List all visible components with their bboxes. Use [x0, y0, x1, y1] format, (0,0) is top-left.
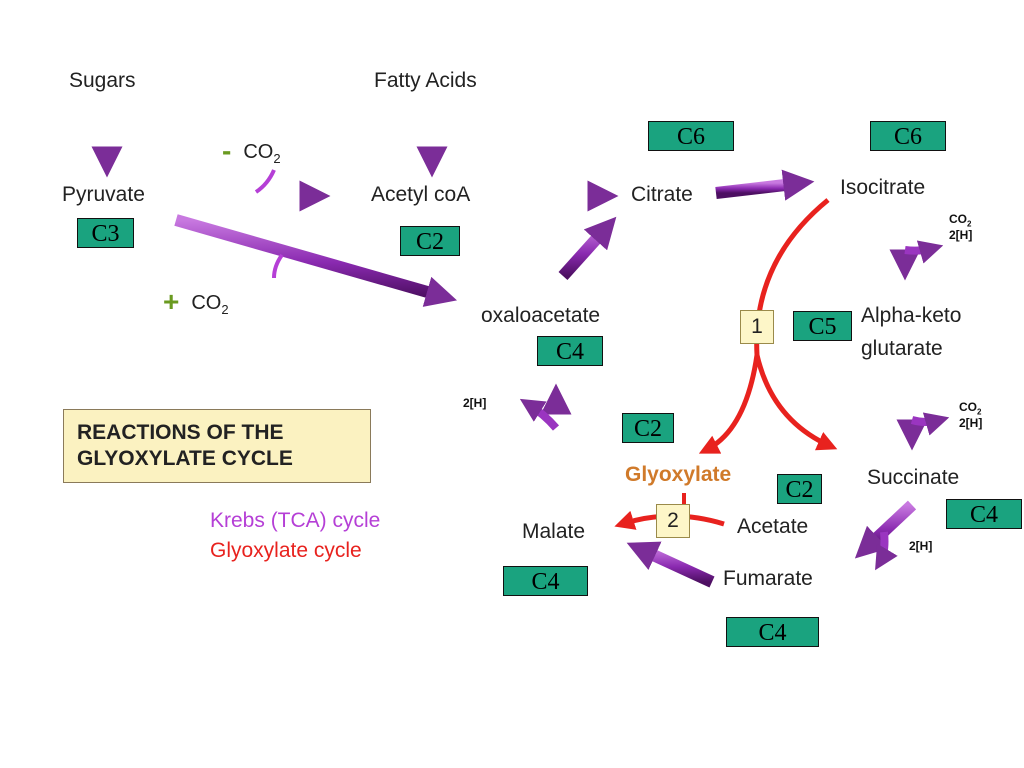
carbon-box-isocitrate: C6 — [870, 121, 946, 151]
label-sugars: Sugars — [69, 69, 136, 92]
carbon-box-oxaloacetate: C4 — [537, 336, 603, 366]
co2-branch-isocitrate — [904, 240, 944, 264]
label-isocitrate: Isocitrate — [840, 176, 926, 199]
carbon-box-alpha-keto: C5 — [793, 311, 852, 341]
legend-glyoxylate: Glyoxylate cycle — [210, 539, 362, 562]
arrow-citrate-isocitrate — [715, 169, 815, 201]
co2-branch-alphaketo — [910, 412, 950, 436]
label-oxaloacetate: oxaloacetate — [481, 304, 601, 327]
arrow-fumarate-malate — [626, 541, 715, 588]
co2-subscript: 2 — [977, 407, 982, 417]
co2-fixation-label: + CO2 — [163, 286, 229, 317]
co2-release-branch — [254, 169, 276, 194]
co2-fixation-branch — [272, 253, 284, 279]
carbon-box-fumarate: C4 — [726, 617, 819, 647]
title-line-2: GLYOXYLATE CYCLE — [77, 447, 293, 470]
co2-text: CO — [243, 141, 274, 163]
label-fumarate: Fumarate — [723, 567, 813, 590]
carbon-box-succinate: C4 — [946, 499, 1022, 529]
minus-sign: - — [222, 135, 232, 166]
red-arrow-isocitrate-glyoxylate — [698, 198, 830, 454]
arrow-succinate-fumarate — [854, 500, 917, 559]
h2-text: 2[H] — [959, 415, 983, 430]
co2-subscript: 2 — [967, 219, 972, 229]
co2-text: CO — [959, 400, 977, 414]
carbon-box-citrate: C6 — [648, 121, 734, 151]
label-alpha-keto: Alpha-keto — [861, 304, 962, 327]
co2-text: CO — [191, 292, 222, 314]
label-succinate: Succinate — [867, 466, 960, 489]
h2-branch-succinate — [875, 531, 898, 571]
red-arrow-isocitrate-succinate — [754, 354, 838, 451]
side-products-isocitrate: CO2 2[H] — [949, 213, 972, 241]
carbon-box-malate: C4 — [503, 566, 588, 596]
co2-text: CO — [949, 212, 967, 226]
side-product-succinate: 2[H] — [909, 539, 933, 553]
h2-text: 2[H] — [949, 227, 973, 242]
co2-subscript: 2 — [221, 302, 229, 317]
carbon-box-glyoxylate: C2 — [622, 413, 674, 443]
carbon-box-acetate: C2 — [777, 474, 822, 504]
title-box: REACTIONS OF THE GLYOXYLATE CYCLE — [63, 409, 371, 483]
co2-subscript: 2 — [273, 151, 281, 166]
side-product-malate: 2[H] — [463, 396, 487, 410]
legend-krebs: Krebs (TCA) cycle — [210, 509, 381, 532]
plus-sign: + — [163, 286, 180, 317]
co2-release-label: -CO2 — [222, 135, 281, 166]
step-box-1: 1 — [740, 310, 774, 344]
h2-branch-malate — [519, 398, 560, 431]
label-glyoxylate: Glyoxylate — [625, 463, 732, 486]
label-malate: Malate — [522, 520, 586, 543]
carbon-box-pyruvate: C3 — [77, 218, 134, 248]
label-fatty-acids: Fatty Acids — [374, 69, 477, 92]
label-glutarate: glutarate — [861, 337, 943, 360]
label-acetate: Acetate — [737, 515, 809, 538]
title-line-1: REACTIONS OF THE — [77, 421, 284, 444]
step-box-2: 2 — [656, 504, 690, 538]
carbon-box-acetyl-coa: C2 — [400, 226, 460, 256]
label-pyruvate: Pyruvate — [62, 183, 145, 206]
arrow-pyruvate-oxaloacetate — [174, 214, 457, 307]
label-citrate: Citrate — [631, 183, 693, 206]
side-products-alphaketo: CO2 2[H] — [959, 401, 982, 429]
arrow-oxaloacetate-citrate — [558, 216, 617, 281]
label-acetyl-coa: Acetyl coA — [371, 183, 471, 206]
